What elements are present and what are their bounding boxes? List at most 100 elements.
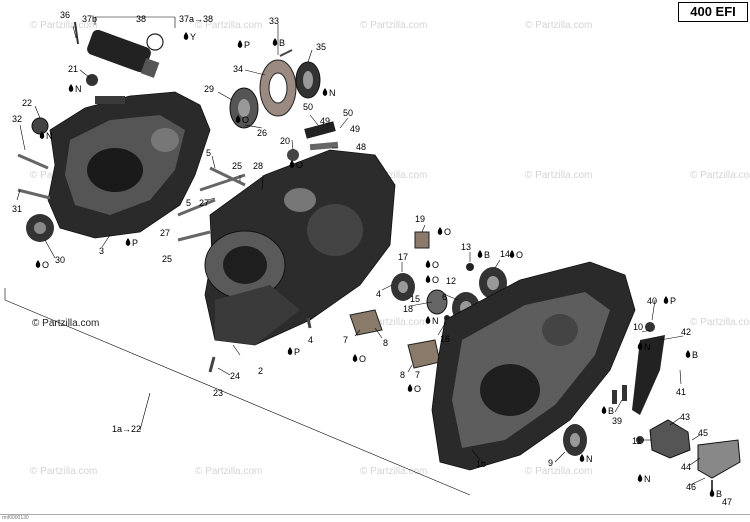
watermark: © Partzilla.com [525,466,592,477]
callout-33: 33 [269,16,279,26]
callout-labels: 36 37b 38 37a→38 21 22 32 31 30 3 33 35 … [12,10,732,507]
oil-drop-icon [289,160,295,168]
callout-20: 20 [280,136,290,146]
service-symbol-grease_p: P [294,347,300,357]
callout-4b: 4 [308,335,313,345]
service-symbol-oil: O [242,115,249,125]
callout-50b: 50 [343,108,353,118]
copyright-text: © Partzilla.com [32,318,100,329]
watermark: © Partzilla.com [30,20,97,31]
oil-drop-icon [39,131,45,139]
callout-31: 31 [12,204,22,214]
callout-11: 11 [632,436,641,446]
callout-45: 45 [698,428,708,438]
footer-divider [0,514,750,515]
callout-36: 36 [60,10,70,20]
callout-48: 48 [356,142,366,152]
watermark: © Partzilla.com [690,317,750,328]
callout-15: 15 [410,294,420,304]
service-symbol-oil: O [359,354,366,364]
service-symbol-threadlocker_b: B [716,489,722,499]
callout-24: 24 [230,371,240,381]
callout-46: 46 [686,482,696,492]
oil-drop-icon [322,88,328,96]
watermark: © Partzilla.com [690,170,750,181]
oil-drop-icon [237,40,243,48]
service-symbol-threadlocker_b: B [692,350,698,360]
callout-1a: 1a→22 [112,424,141,434]
service-symbol-nut: N [46,131,53,141]
oil-drop-icon [425,260,431,268]
callout-13: 13 [461,242,471,252]
oil-drop-icon [477,250,483,258]
callout-37a: 37a→38 [179,14,213,24]
callout-5b: 5 [186,198,191,208]
service-symbol-grease_p: P [670,296,676,306]
oil-drop-icon [637,342,643,350]
callout-41: 41 [676,387,686,397]
callout-26: 26 [257,128,267,138]
callout-8a: 8 [383,338,388,348]
watermark: © Partzilla.com [525,170,592,181]
callout-9: 9 [548,458,553,468]
leader-lines [16,24,706,486]
starter-motor [87,29,164,78]
oil-drop-icon [272,38,278,46]
callout-10: 10 [633,322,643,332]
callout-27b: 27 [160,228,170,238]
callout-2: 2 [258,366,263,376]
service-symbol-nut: N [586,454,593,464]
watermark: © Partzilla.com [360,170,427,181]
callout-14: 14 [500,249,510,259]
callout-35: 35 [316,42,326,52]
service-symbol-nut: N [644,342,651,352]
service-symbol-threadlocker_b: B [608,406,614,416]
service-symbol-threadlocker_b: B [279,38,285,48]
callout-16: 16 [440,334,450,344]
service-symbol-oil: O [296,160,303,170]
callout-37b: 37b [82,14,97,24]
crankcase-right [431,261,636,471]
service-symbol-oil: O [432,260,439,270]
oil-drop-icon [425,316,431,324]
callout-3: 3 [99,246,104,256]
upper-bearings [229,49,339,161]
oil-drop-icon [637,474,643,482]
watermark: © Partzilla.com [195,466,262,477]
callout-40: 40 [647,296,657,306]
callout-44: 44 [681,462,691,472]
service-symbol-oil: O [432,275,439,285]
callout-4a: 4 [376,289,381,299]
guide-lines [4,16,471,496]
callout-17: 17 [398,252,408,262]
callout-25a: 25 [232,161,242,171]
callout-27a: 27 [199,198,209,208]
oil-drop-icon [601,406,607,414]
service-symbol-nut: N [329,88,336,98]
watermark: © Partzilla.com [525,20,592,31]
oil-drop-icon [509,250,515,258]
oil-drop-icon [125,238,131,246]
oil-drop-icon [68,84,74,92]
oil-drop-icon [425,275,431,283]
watermark: © Partzilla.com [360,466,427,477]
callout-43: 43 [680,412,690,422]
callout-50a: 50 [303,102,313,112]
service-symbol-nut: N [432,316,439,326]
model-badge: 400 EFI [678,2,748,22]
callout-32: 32 [12,114,22,124]
oil-drop-icon [352,354,358,362]
footer-code: rmf0000130 [2,515,29,521]
callout-38: 38 [136,14,146,24]
service-symbol-sealant_y: Y [190,32,196,42]
service-symbol-oil: O [42,260,49,270]
callout-30: 30 [55,255,65,265]
callout-5a: 5 [206,148,211,158]
callout-34: 34 [233,64,243,74]
callout-12: 12 [446,276,456,286]
watermark: © Partzilla.com [195,20,262,31]
service-symbol-threadlocker_b: B [484,250,490,260]
callout-7b: 7 [415,370,420,380]
